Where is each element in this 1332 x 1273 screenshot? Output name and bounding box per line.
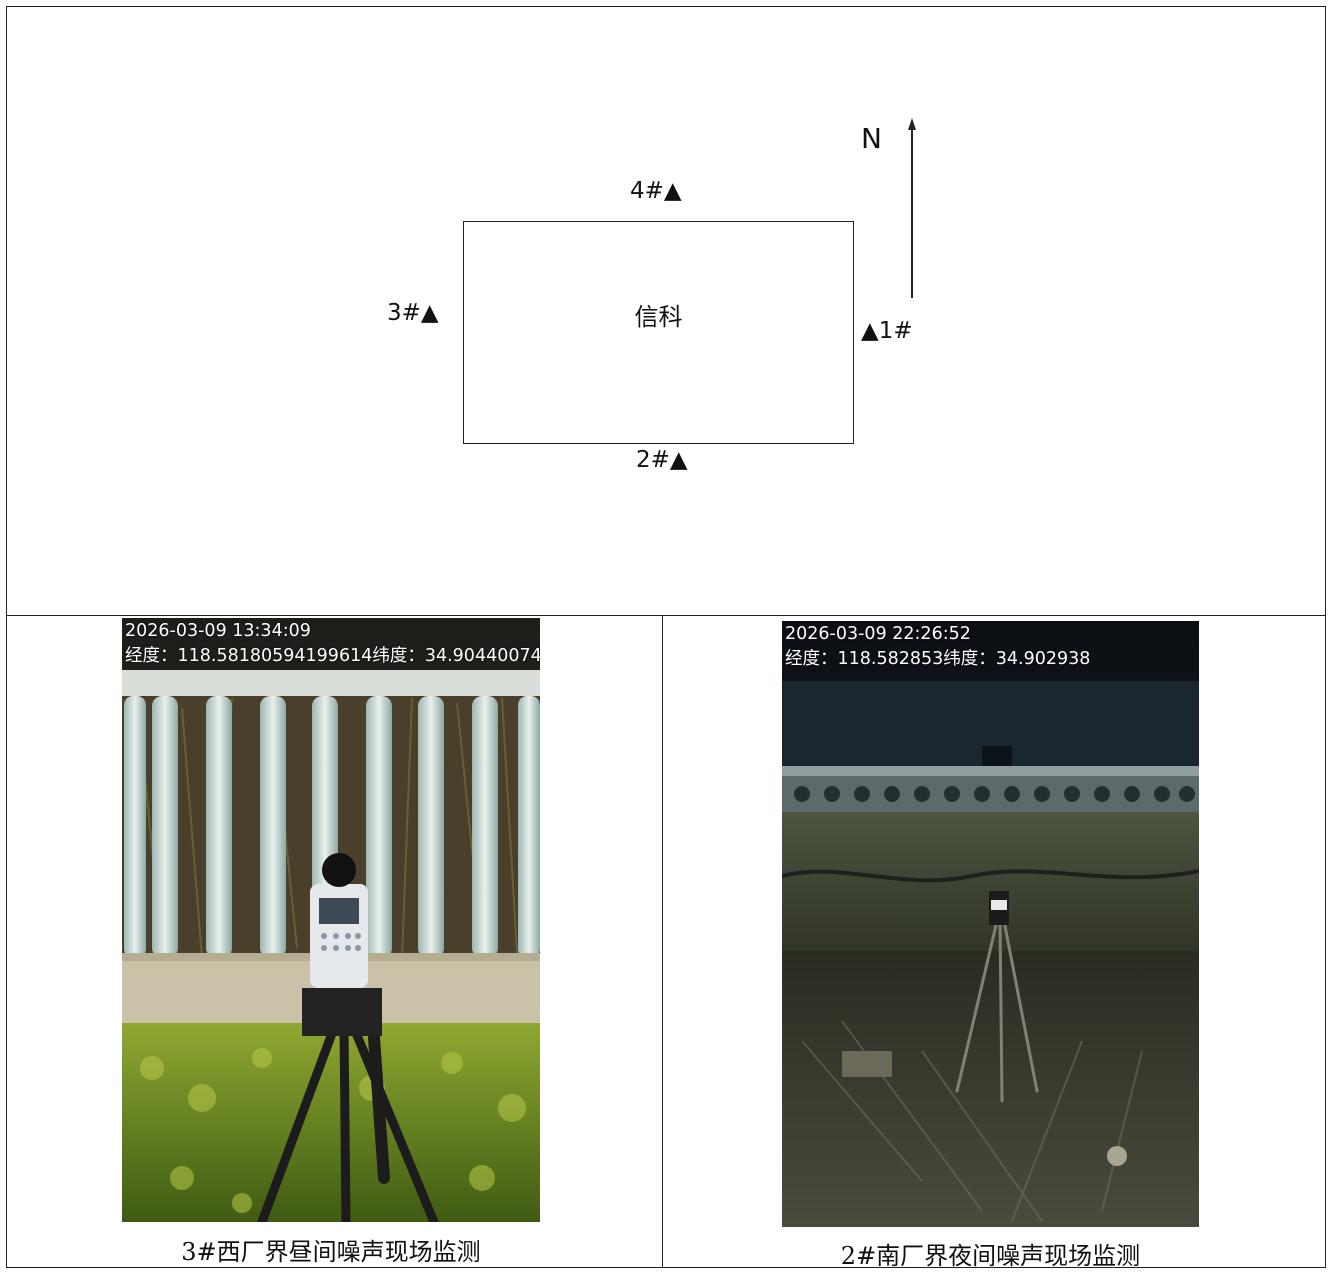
day-scene-illustration xyxy=(122,618,540,1222)
photo-coordinates: 经度：118.58180594199614纬度：34.90440074 xyxy=(125,646,540,666)
vertical-divider xyxy=(662,615,663,1268)
monitoring-point-1: ▲1# xyxy=(861,318,913,344)
monitoring-point-4: 4#▲ xyxy=(630,178,682,204)
photo-caption-day: 3#西厂界昼间噪声现场监测 xyxy=(181,1238,481,1266)
site-boundary: 信科 xyxy=(463,221,854,444)
page-border xyxy=(6,6,1326,1268)
photo-night-south: 2026-03-09 22:26:52 经度：118.582853纬度：34.9… xyxy=(782,621,1199,1227)
photo-timestamp: 2026-03-09 22:26:52 xyxy=(785,624,971,644)
monitoring-point-3: 3#▲ xyxy=(387,300,439,326)
north-label: N xyxy=(861,122,882,155)
horizontal-divider xyxy=(6,615,1326,616)
north-arrow-icon xyxy=(908,118,916,298)
photo-caption-night: 2#南厂界夜间噪声现场监测 xyxy=(840,1242,1141,1270)
photo-timestamp: 2026-03-09 13:34:09 xyxy=(125,621,311,641)
photo-coordinates: 经度：118.582853纬度：34.902938 xyxy=(785,649,1091,669)
site-label: 信科 xyxy=(634,303,683,331)
night-scene-illustration xyxy=(782,621,1199,1227)
monitoring-point-2: 2#▲ xyxy=(636,447,688,473)
photo-day-west: 2026-03-09 13:34:09 经度：118.5818059419961… xyxy=(122,618,540,1222)
